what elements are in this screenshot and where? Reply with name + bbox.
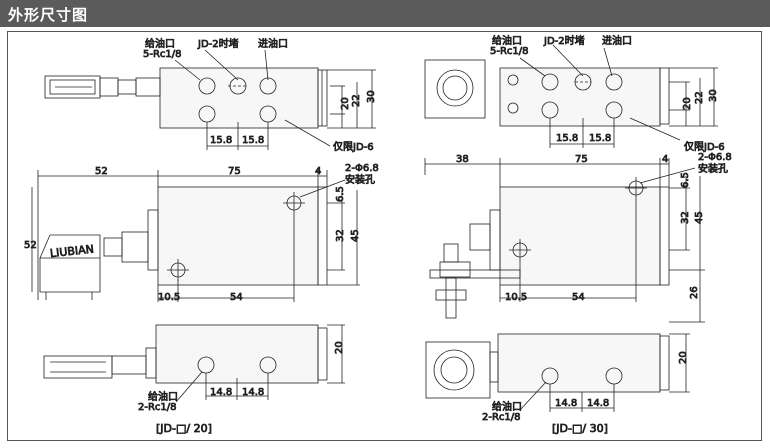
l-top-plug: JD-2时堵 <box>197 37 239 50</box>
r-top-only: 仅限JD-6 <box>684 141 725 153</box>
l-mid-h52: 52 <box>24 240 37 251</box>
l-mid-hole: 2-Φ6.8 <box>345 163 379 174</box>
brand-mark: LIUBIAN <box>49 243 94 261</box>
right-bottom-view <box>425 333 690 412</box>
r-bot-p2: 14.8 <box>587 398 609 409</box>
l-bot-p1: 14.8 <box>210 387 232 398</box>
r-bot-p1: 14.8 <box>555 398 577 409</box>
l-top-h20: 20 <box>340 97 351 110</box>
l-mid-h45: 45 <box>350 229 361 242</box>
r-mid-w4: 4 <box>662 154 668 165</box>
l-mid-b54: 54 <box>230 292 243 303</box>
r-top-h20: 20 <box>682 97 693 110</box>
l-top-inlet: 进油口 <box>258 37 288 50</box>
l-mid-hole-note: 安装孔 <box>345 173 375 186</box>
r-top-p2: 15.8 <box>589 133 611 144</box>
l-top-p2: 15.8 <box>242 135 264 146</box>
section-title: 外形尺寸图 <box>8 6 89 24</box>
left-caption: [JD-□/ 20] <box>156 422 212 435</box>
r-top-p1: 15.8 <box>556 133 578 144</box>
r-mid-h45: 45 <box>694 211 705 224</box>
r-mid-hole-note: 安装孔 <box>698 162 728 175</box>
right-middle-view <box>424 158 705 323</box>
left-bottom-view <box>43 324 345 403</box>
left-top-view <box>44 49 376 150</box>
left-middle-view <box>31 170 360 302</box>
right-caption: [JD-□/ 30] <box>552 422 608 435</box>
right-top-view <box>424 44 718 148</box>
r-mid-h65: 6.5 <box>680 172 691 188</box>
l-top-outlet: 给油口 <box>145 37 175 50</box>
drawing-frame <box>7 31 762 441</box>
l-top-h30: 30 <box>366 90 377 103</box>
r-mid-w38: 38 <box>456 154 469 165</box>
r-mid-h26: 26 <box>689 286 700 299</box>
r-bot-outlet: 给油口 <box>492 400 522 413</box>
l-mid-h32: 32 <box>335 229 346 242</box>
l-top-p1: 15.8 <box>210 135 232 146</box>
l-top-outlet-thread: 5-Rc1/8 <box>143 49 182 60</box>
l-mid-w52: 52 <box>95 166 108 177</box>
r-top-h22: 22 <box>694 91 705 104</box>
l-bot-p2: 14.8 <box>242 387 264 398</box>
r-mid-b105: 10.5 <box>505 292 527 303</box>
r-top-inlet: 进油口 <box>602 34 632 47</box>
l-mid-h65: 6.5 <box>335 186 346 202</box>
r-bot-h20: 20 <box>678 351 689 364</box>
l-bot-thread: 2-Rc1/8 <box>138 402 177 413</box>
r-top-outlet-thread: 5-Rc1/8 <box>490 46 529 57</box>
r-mid-h32: 32 <box>680 211 691 224</box>
r-mid-w75: 75 <box>575 154 588 165</box>
r-mid-hole: 2-Φ6.8 <box>698 152 732 163</box>
l-bot-h20: 20 <box>334 341 345 354</box>
l-mid-w4: 4 <box>315 166 321 177</box>
l-top-only: 仅限JD-6 <box>333 141 374 153</box>
l-mid-w75: 75 <box>228 166 241 177</box>
l-bot-outlet: 给油口 <box>148 390 178 403</box>
l-top-h22: 22 <box>351 94 362 107</box>
r-mid-b54: 54 <box>572 292 585 303</box>
r-top-outlet: 给油口 <box>492 34 522 47</box>
r-top-plug: JD-2时堵 <box>543 34 585 47</box>
r-top-h30: 30 <box>708 89 719 102</box>
section-header: 外形尺寸图 <box>0 0 770 27</box>
r-bot-thread: 2-Rc1/8 <box>482 412 521 423</box>
l-mid-b105: 10.5 <box>158 292 180 303</box>
